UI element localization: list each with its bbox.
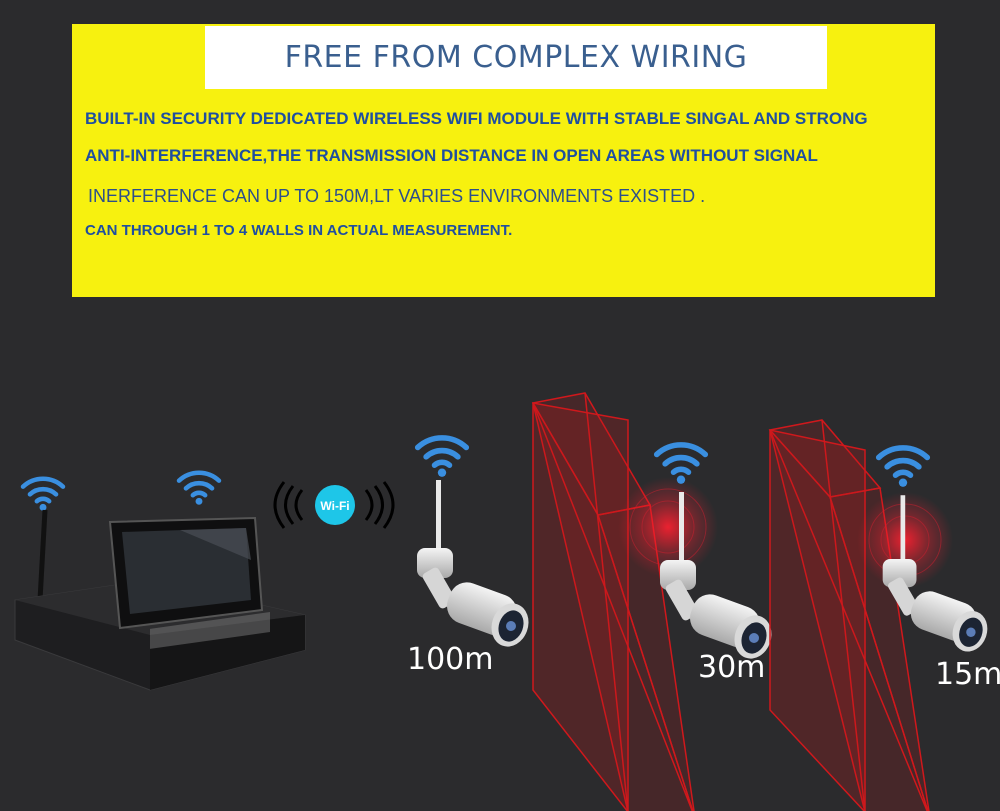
- wifi-badge-label: Wi-Fi: [320, 499, 349, 513]
- wifi-icon: [418, 438, 467, 477]
- signal-glow: [618, 477, 718, 577]
- nvr-monitor-icon: [14, 509, 306, 691]
- wifi-icon: [879, 448, 928, 487]
- distance-label-100m: 100m: [407, 642, 494, 677]
- banner-line-4: CAN THROUGH 1 TO 4 WALLS IN ACTUAL MEASU…: [85, 222, 513, 239]
- banner-line-3: INERFERENCE CAN UP TO 150M,LT VARIES ENV…: [88, 186, 706, 206]
- banner-line-1: BUILT-IN SECURITY DEDICATED WIRELESS WIF…: [85, 109, 868, 128]
- wall-icon: [531, 392, 695, 811]
- bullet-camera-icon: [417, 480, 535, 650]
- wall-icon: [768, 419, 930, 811]
- distance-label-15m: 15m: [935, 657, 1000, 692]
- distance-label-30m: 30m: [698, 650, 766, 685]
- wireless-range-illustration: Wi-Fi: [14, 392, 993, 811]
- wifi-icon: [23, 479, 63, 511]
- wifi-signal-icon: [273, 481, 395, 529]
- title-box: FREE FROM COMPLEX WIRING: [205, 26, 827, 89]
- banner-line-2: ANTI-INTERFERENCE,THE TRANSMISSION DISTA…: [85, 146, 818, 165]
- wifi-icon: [179, 473, 219, 505]
- banner-title: FREE FROM COMPLEX WIRING: [284, 40, 748, 75]
